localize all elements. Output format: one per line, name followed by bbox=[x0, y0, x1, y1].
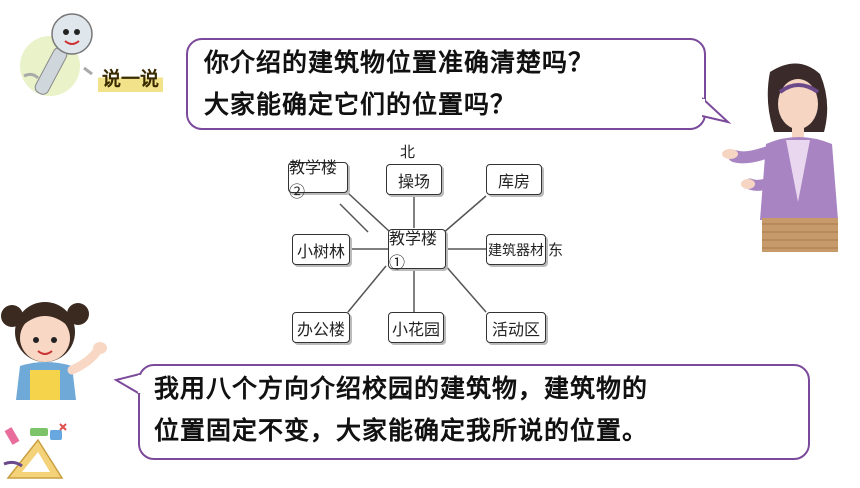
east-label: 东 bbox=[548, 241, 564, 259]
node-southeast: 活动区 bbox=[486, 312, 546, 343]
node-northwest: 教学楼② bbox=[288, 158, 348, 201]
top-bubble-tail-icon bbox=[702, 97, 732, 124]
node-southwest: 办公楼 bbox=[292, 312, 350, 343]
node-northeast: 库房 bbox=[486, 164, 542, 195]
speak-tag: 说一说 bbox=[98, 63, 164, 92]
teacher-figure-icon bbox=[720, 52, 860, 252]
bottom-speech-bubble bbox=[138, 364, 810, 460]
node-south: 小花园 bbox=[388, 312, 444, 343]
bottom-bubble-tail-icon bbox=[113, 373, 142, 395]
bottom-bubble-line1: 我用八个方向介绍校园的建筑物，建筑物的 bbox=[154, 374, 649, 403]
girl-figure-icon bbox=[0, 292, 118, 400]
node-center: 教学楼① bbox=[388, 229, 446, 272]
math-tools-icon bbox=[0, 420, 80, 484]
node-east: 建筑器材 bbox=[486, 234, 546, 265]
node-north: 操场 bbox=[386, 164, 442, 195]
top-bubble-line1: 你介绍的建筑物位置准确清楚吗？ bbox=[204, 48, 595, 77]
bottom-bubble-line2: 位置固定不变，大家能确定我所说的位置。 bbox=[154, 416, 649, 445]
node-west: 小树林 bbox=[292, 234, 350, 265]
top-bubble-line2: 大家能确定它们的位置吗？ bbox=[204, 90, 517, 119]
microphone-mascot-icon bbox=[14, 8, 100, 104]
top-speech-bubble bbox=[186, 38, 706, 130]
north-label: 北 bbox=[400, 143, 416, 161]
